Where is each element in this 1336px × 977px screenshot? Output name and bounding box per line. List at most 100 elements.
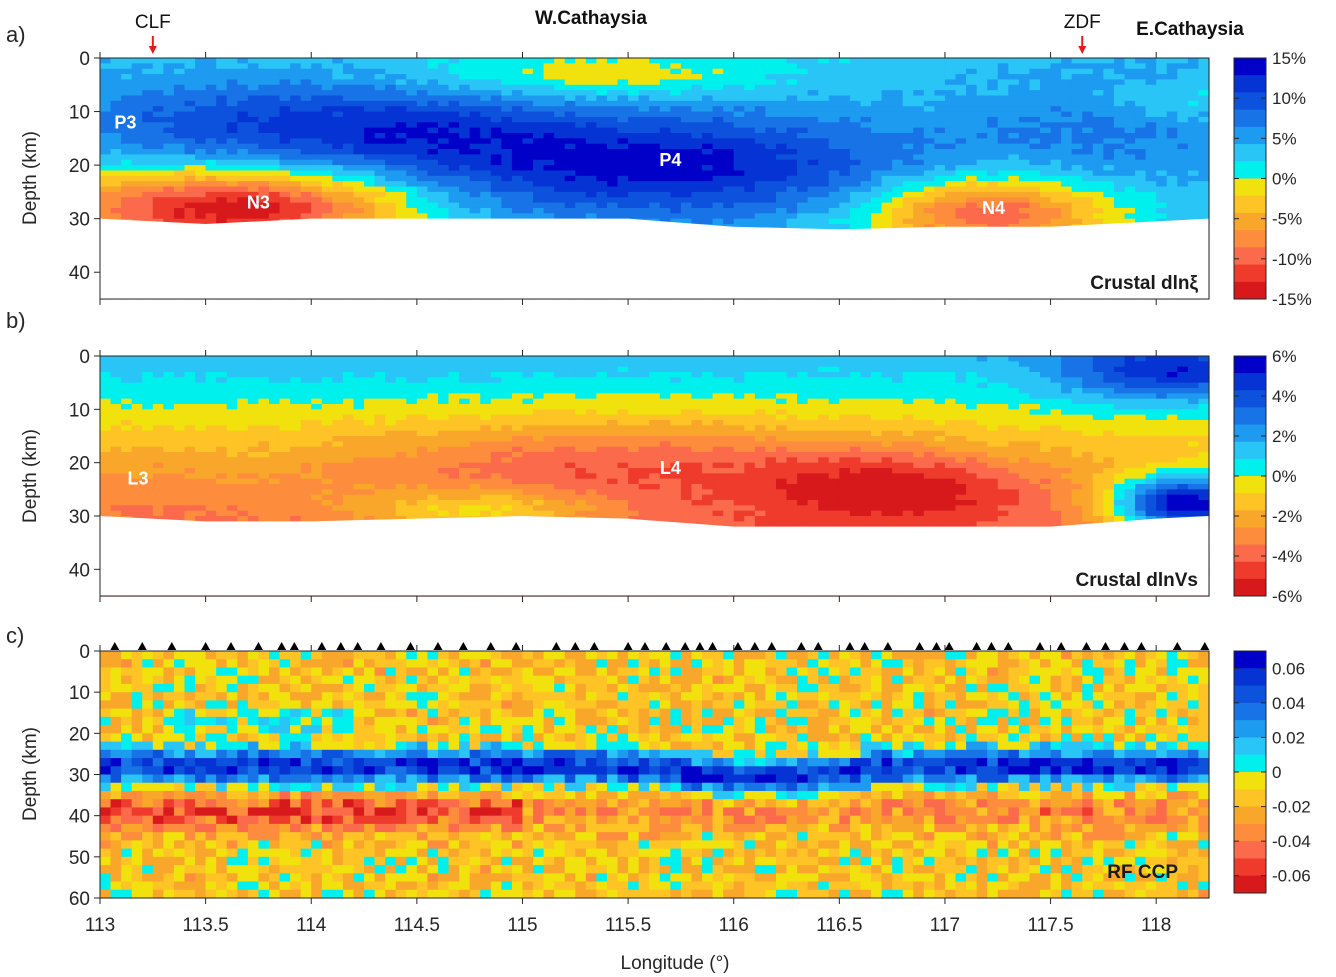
- heatmap-cell: [522, 197, 534, 204]
- heatmap-cell: [966, 95, 978, 102]
- heatmap-cell: [290, 84, 302, 91]
- heatmap-cell: [385, 122, 397, 129]
- heatmap-cell: [680, 213, 693, 220]
- heatmap-cell: [849, 143, 862, 150]
- heatmap-cell: [131, 473, 143, 480]
- heatmap-cell: [448, 74, 460, 81]
- heatmap-cell: [723, 79, 735, 86]
- heatmap-cell: [606, 170, 619, 177]
- heatmap-cell: [987, 154, 999, 161]
- heatmap-cell: [1050, 181, 1062, 188]
- heatmap-cell: [670, 74, 682, 81]
- heatmap-cell: [121, 414, 133, 421]
- heatmap-cell: [1124, 159, 1136, 166]
- heatmap-cell: [923, 207, 935, 214]
- heatmap-cell: [585, 202, 598, 209]
- heatmap-cell: [818, 74, 830, 81]
- heatmap-cell: [184, 207, 196, 214]
- heatmap-cell: [839, 197, 851, 204]
- heatmap-cell: [1040, 143, 1052, 150]
- heatmap-cell: [131, 468, 143, 474]
- heatmap-cell: [1103, 127, 1115, 134]
- heatmap-cell: [628, 165, 640, 172]
- heatmap-cell: [670, 79, 682, 86]
- heatmap-cell: [923, 218, 935, 225]
- heatmap-cell: [121, 138, 133, 145]
- heatmap-cell: [1124, 132, 1136, 139]
- heatmap-cell: [490, 116, 502, 123]
- heatmap-cell: [100, 388, 112, 394]
- heatmap-cell: [110, 510, 122, 517]
- heatmap-cell: [427, 143, 439, 150]
- heatmap-cell: [332, 111, 344, 118]
- heatmap-cell: [490, 95, 502, 102]
- heatmap-cell: [849, 202, 862, 209]
- heatmap-cell: [923, 132, 935, 139]
- heatmap-cell: [849, 159, 862, 166]
- heatmap-cell: [290, 106, 302, 113]
- heatmap-cell: [818, 197, 830, 204]
- heatmap-cell: [385, 138, 397, 145]
- heatmap-cell: [511, 186, 524, 193]
- heatmap-cell: [638, 143, 650, 150]
- heatmap-cell: [1040, 116, 1052, 123]
- heatmap-cell: [152, 181, 164, 188]
- heatmap-cell: [1008, 165, 1020, 172]
- heatmap-cell: [1166, 111, 1178, 118]
- heatmap-cell: [237, 74, 249, 81]
- heatmap-cell: [564, 106, 576, 113]
- heatmap-cell: [860, 127, 872, 134]
- heatmap-cell: [1029, 58, 1041, 64]
- heatmap-cell: [480, 181, 492, 188]
- heatmap-cell: [163, 74, 175, 81]
- heatmap-cell: [902, 111, 914, 118]
- heatmap-cell: [300, 90, 312, 97]
- heatmap-cell: [818, 90, 830, 97]
- heatmap-cell: [849, 149, 862, 155]
- heatmap-cell: [490, 138, 502, 145]
- heatmap-cell: [1198, 197, 1210, 204]
- heatmap-cell: [1018, 95, 1031, 102]
- heatmap-cell: [290, 154, 302, 161]
- heatmap-cell: [543, 122, 555, 129]
- heatmap-cell: [131, 393, 143, 400]
- heatmap-cell: [1156, 143, 1168, 150]
- heatmap-cell: [987, 132, 999, 139]
- heatmap-cell: [955, 165, 967, 172]
- heatmap-cell: [744, 111, 756, 118]
- heatmap-cell: [1103, 186, 1115, 193]
- heatmap-cell: [923, 165, 935, 172]
- heatmap-cell: [944, 159, 957, 166]
- heatmap-cell: [871, 132, 883, 139]
- heatmap-cell: [744, 213, 756, 220]
- heatmap-cell: [680, 90, 693, 97]
- heatmap-cell: [311, 84, 323, 91]
- heatmap-cell: [807, 213, 819, 220]
- heatmap-cell: [195, 111, 207, 118]
- heatmap-cell: [638, 63, 650, 70]
- heatmap-cell: [1177, 159, 1189, 166]
- heatmap-cell: [606, 84, 619, 91]
- heatmap-cell: [955, 84, 967, 91]
- heatmap-cell: [913, 165, 925, 172]
- heatmap-cell: [448, 213, 460, 220]
- heatmap-cell: [966, 74, 978, 81]
- heatmap-cell: [723, 138, 735, 145]
- heatmap-cell: [733, 197, 745, 204]
- heatmap-cell: [353, 181, 365, 188]
- heatmap-cell: [121, 468, 133, 474]
- heatmap-cell: [247, 111, 260, 118]
- heatmap-cell: [881, 213, 893, 220]
- heatmap-cell: [290, 100, 302, 107]
- heatmap-cell: [511, 143, 524, 150]
- heatmap-cell: [955, 90, 967, 97]
- heatmap-cell: [712, 202, 724, 209]
- heatmap-cell: [100, 63, 112, 70]
- heatmap-cell: [765, 138, 777, 145]
- heatmap-cell: [131, 494, 143, 501]
- heatmap-cell: [121, 154, 133, 161]
- heatmap-cell: [649, 100, 661, 107]
- heatmap-cell: [247, 181, 260, 188]
- heatmap-cell: [1166, 143, 1178, 150]
